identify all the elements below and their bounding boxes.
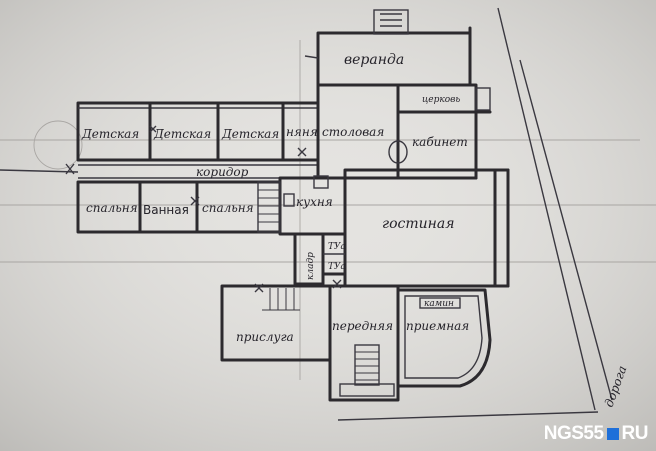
pantry-walls bbox=[293, 232, 347, 286]
room-hall: передняя bbox=[332, 319, 393, 333]
door-marks bbox=[65, 55, 342, 293]
room-reception: приемная bbox=[406, 319, 469, 333]
room-bathroom: Ванная bbox=[143, 203, 189, 217]
room-servants: прислуга bbox=[236, 330, 294, 344]
room-dining: столовая bbox=[322, 125, 384, 139]
room-corridor: коридор bbox=[196, 165, 249, 179]
room-church: церковь bbox=[422, 95, 460, 105]
left-wing-walls bbox=[0, 101, 320, 234]
watermark-brand: NGS55 bbox=[543, 423, 604, 444]
background-print-lines bbox=[0, 40, 656, 380]
room-nanny: няня bbox=[286, 125, 318, 139]
room-living: гостиная bbox=[382, 216, 454, 232]
room-wc-2: ТУа bbox=[328, 262, 346, 272]
ngs55-watermark: NGS55 RU bbox=[543, 423, 649, 445]
room-bedroom-2: спальня bbox=[202, 201, 254, 215]
room-veranda: веранда bbox=[344, 52, 404, 68]
watermark-suffix: RU bbox=[621, 423, 649, 444]
room-study: кабинет bbox=[412, 135, 468, 149]
room-bedroom-1: спальня bbox=[86, 201, 138, 215]
reception-walls bbox=[396, 288, 492, 388]
room-kids-2: Детская bbox=[153, 127, 211, 141]
living-room-walls bbox=[343, 168, 510, 288]
room-pantry: кладр bbox=[306, 252, 316, 280]
watermark-square-icon bbox=[606, 428, 619, 440]
room-kitchen: кухня bbox=[296, 195, 333, 209]
room-kids-1: Детская bbox=[81, 127, 139, 141]
road-lines bbox=[337, 7, 613, 421]
fireplace-label: камин bbox=[424, 299, 454, 309]
dining-study-walls bbox=[316, 83, 492, 180]
room-kids-3: Детская bbox=[221, 127, 279, 141]
room-wc-1: ТУа bbox=[328, 242, 346, 252]
